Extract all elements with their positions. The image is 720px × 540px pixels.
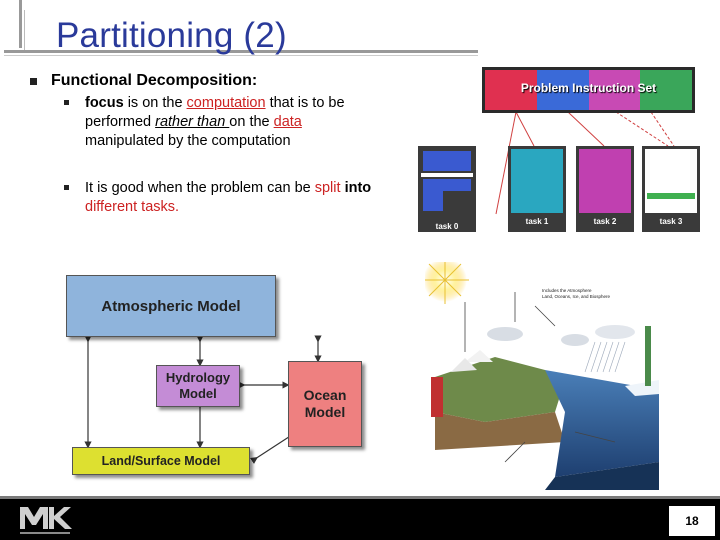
text-segment: different tasks. — [85, 199, 180, 215]
slide-title: Partitioning (2) — [56, 16, 287, 55]
ocean-model-box: Ocean Model — [288, 361, 362, 447]
instruction-set-label: Problem Instruction Set — [520, 81, 657, 95]
instruction-set-diagram: Problem Instruction Set task 0 task 1 ta… — [416, 64, 700, 236]
title-underline-thin — [4, 55, 478, 56]
task-connector-lines — [495, 111, 675, 215]
climate-model-diagram: Atmospheric Model Hydrology Model Ocean … — [60, 267, 376, 485]
instruction-block-green — [640, 70, 692, 110]
bullet-square-icon — [64, 185, 69, 190]
hydrology-model-box: Hydrology Model — [156, 365, 240, 407]
task-2-box: task 2 — [576, 146, 634, 232]
task-3-fill — [645, 149, 697, 213]
task-0-box: task 0 — [418, 146, 476, 232]
footer-bar — [0, 496, 720, 540]
bullet-square-icon — [64, 100, 69, 105]
text-segment: manipulated by the computation — [85, 133, 291, 149]
instruction-block-red — [485, 70, 537, 110]
atmospheric-model-box: Atmospheric Model — [66, 275, 276, 337]
land-surface-model-box: Land/Surface Model — [72, 447, 250, 475]
task-1-box: task 1 — [508, 146, 566, 232]
computation-word: computation — [186, 95, 266, 111]
text-segment: It is good when the problem can be — [85, 180, 315, 196]
text-segment: on the — [229, 114, 274, 130]
title-vertical-rule-thin — [24, 10, 25, 50]
text-segment: is on the — [123, 95, 187, 111]
task-label: task 2 — [593, 217, 617, 226]
task-1-fill — [511, 149, 563, 213]
task-2-fill — [579, 149, 631, 213]
title-vertical-rule — [19, 0, 22, 48]
task-label: task 3 — [659, 217, 683, 226]
task-label: task 1 — [525, 217, 549, 226]
bullet-square-icon — [30, 78, 37, 85]
title-underline — [4, 50, 478, 53]
task-label: task 0 — [435, 222, 459, 231]
instruction-block-magenta — [588, 70, 641, 110]
task-0-shape — [421, 151, 473, 211]
split-word: split — [314, 180, 341, 196]
mk-logo — [18, 503, 74, 540]
into-word: into — [344, 180, 372, 196]
focus-word: focus — [85, 95, 124, 111]
text-segment: that is to be performed — [85, 95, 345, 130]
rather-than-phrase: rather than — [155, 114, 230, 130]
page-number: 18 — [669, 506, 715, 536]
instruction-block-blue — [536, 70, 589, 110]
task-3-box: task 3 — [642, 146, 700, 232]
sub-bullet-text: focus is on the computation that is to b… — [85, 94, 384, 151]
bullet-functional-decomposition: Functional Decomposition: — [30, 72, 257, 90]
problem-instruction-set: Problem Instruction Set — [482, 67, 695, 113]
sub-bullet-text: It is good when the problem can be split… — [85, 179, 384, 217]
bullet-text: Functional Decomposition: — [51, 72, 258, 89]
sub-bullet-focus: focus is on the computation that is to b… — [64, 94, 384, 151]
sub-bullet-split: It is good when the problem can be split… — [64, 179, 384, 217]
data-word: data — [273, 114, 302, 130]
footer-top-rule — [0, 496, 720, 499]
